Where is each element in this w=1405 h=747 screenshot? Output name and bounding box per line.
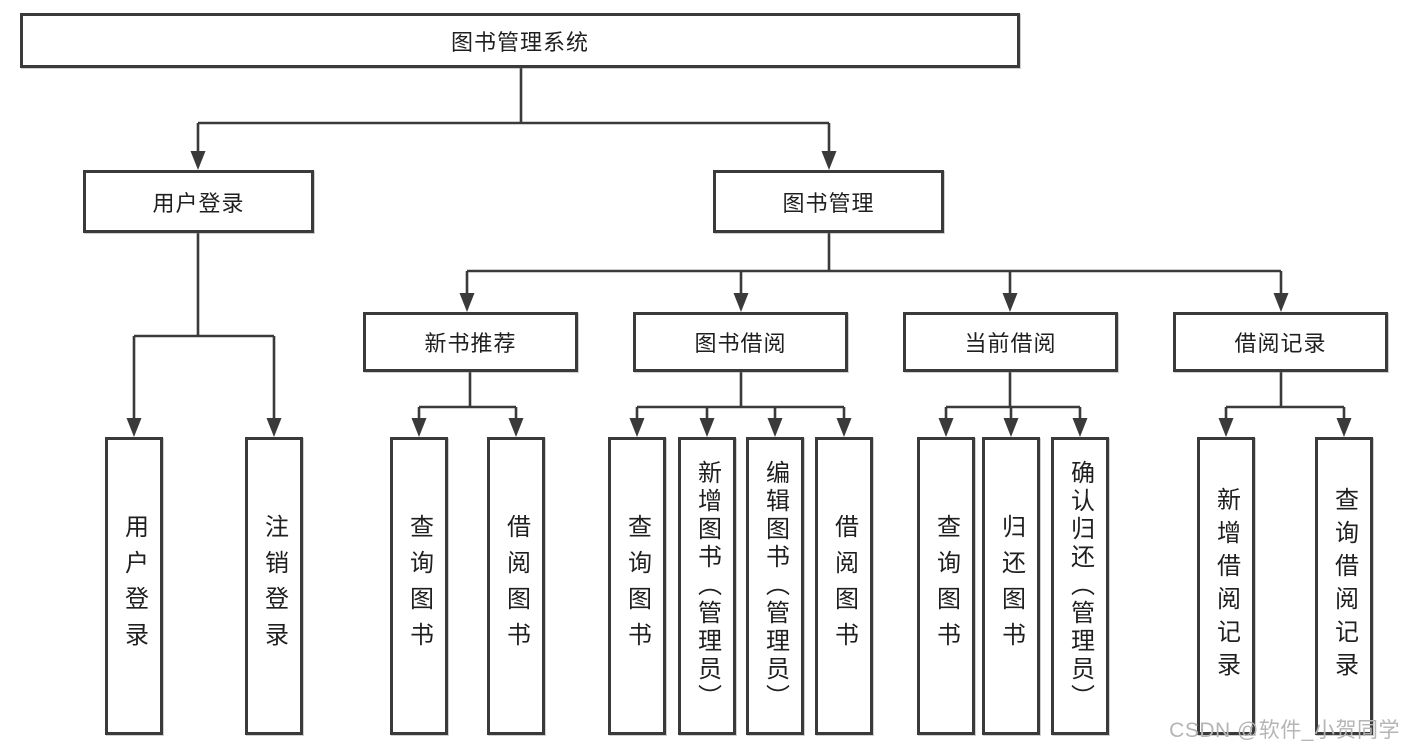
arrow-down-icon — [699, 418, 715, 437]
arrow-down-icon — [1273, 293, 1289, 312]
node-root-book-management-system: 图书管理系统 — [20, 13, 1020, 68]
arrow-down-icon — [836, 418, 852, 437]
arrow-down-icon — [411, 418, 427, 437]
node-new-book-recommend: 新书推荐 — [363, 312, 578, 372]
arrow-down-icon — [1336, 418, 1352, 437]
leaf-add-books-admin: 新增图书（管理员） — [678, 437, 736, 735]
node-book-borrowing: 图书借阅 — [633, 312, 848, 372]
arrow-down-icon — [1002, 293, 1018, 312]
arrow-down-icon — [938, 418, 954, 437]
node-user-login: 用户登录 — [83, 170, 314, 233]
arrow-down-icon — [1072, 418, 1088, 437]
arrowheads — [126, 151, 1352, 437]
leaf-query-books-borrowing: 查询图书 — [608, 437, 666, 735]
leaf-add-borrow-record: 新增借阅记录 — [1197, 437, 1255, 735]
arrow-down-icon — [459, 293, 475, 312]
arrow-down-icon — [126, 418, 142, 437]
leaf-query-books-current: 查询图书 — [917, 437, 975, 735]
arrow-down-icon — [266, 418, 282, 437]
leaf-borrow-books: 借阅图书 — [815, 437, 873, 735]
arrow-shafts — [132, 123, 1346, 422]
arrow-down-icon — [821, 151, 837, 170]
arrow-down-icon — [1218, 418, 1234, 437]
leaf-query-borrow-record: 查询借阅记录 — [1315, 437, 1373, 735]
node-borrowing-records: 借阅记录 — [1173, 312, 1388, 372]
arrow-down-icon — [1003, 418, 1019, 437]
leaf-borrow-books-recommend: 借阅图书 — [487, 437, 545, 735]
arrow-down-icon — [508, 418, 524, 437]
leaf-logout: 注销登录 — [245, 437, 303, 735]
leaf-edit-books-admin: 编辑图书（管理员） — [746, 437, 804, 735]
leaf-return-books: 归还图书 — [982, 437, 1040, 735]
tree-trunk-lines — [134, 66, 1344, 409]
leaf-query-books-recommend: 查询图书 — [390, 437, 448, 735]
arrow-down-icon — [190, 151, 206, 170]
csdn-watermark: CSDN @软件_小贺同学 — [1169, 719, 1400, 742]
node-book-management: 图书管理 — [713, 170, 944, 233]
arrow-down-icon — [767, 418, 783, 437]
leaf-user-login: 用户登录 — [105, 437, 163, 735]
arrow-down-icon — [733, 293, 749, 312]
leaf-confirm-return-admin: 确认归还（管理员） — [1051, 437, 1109, 735]
arrow-down-icon — [629, 418, 645, 437]
node-current-borrowing: 当前借阅 — [903, 312, 1118, 372]
